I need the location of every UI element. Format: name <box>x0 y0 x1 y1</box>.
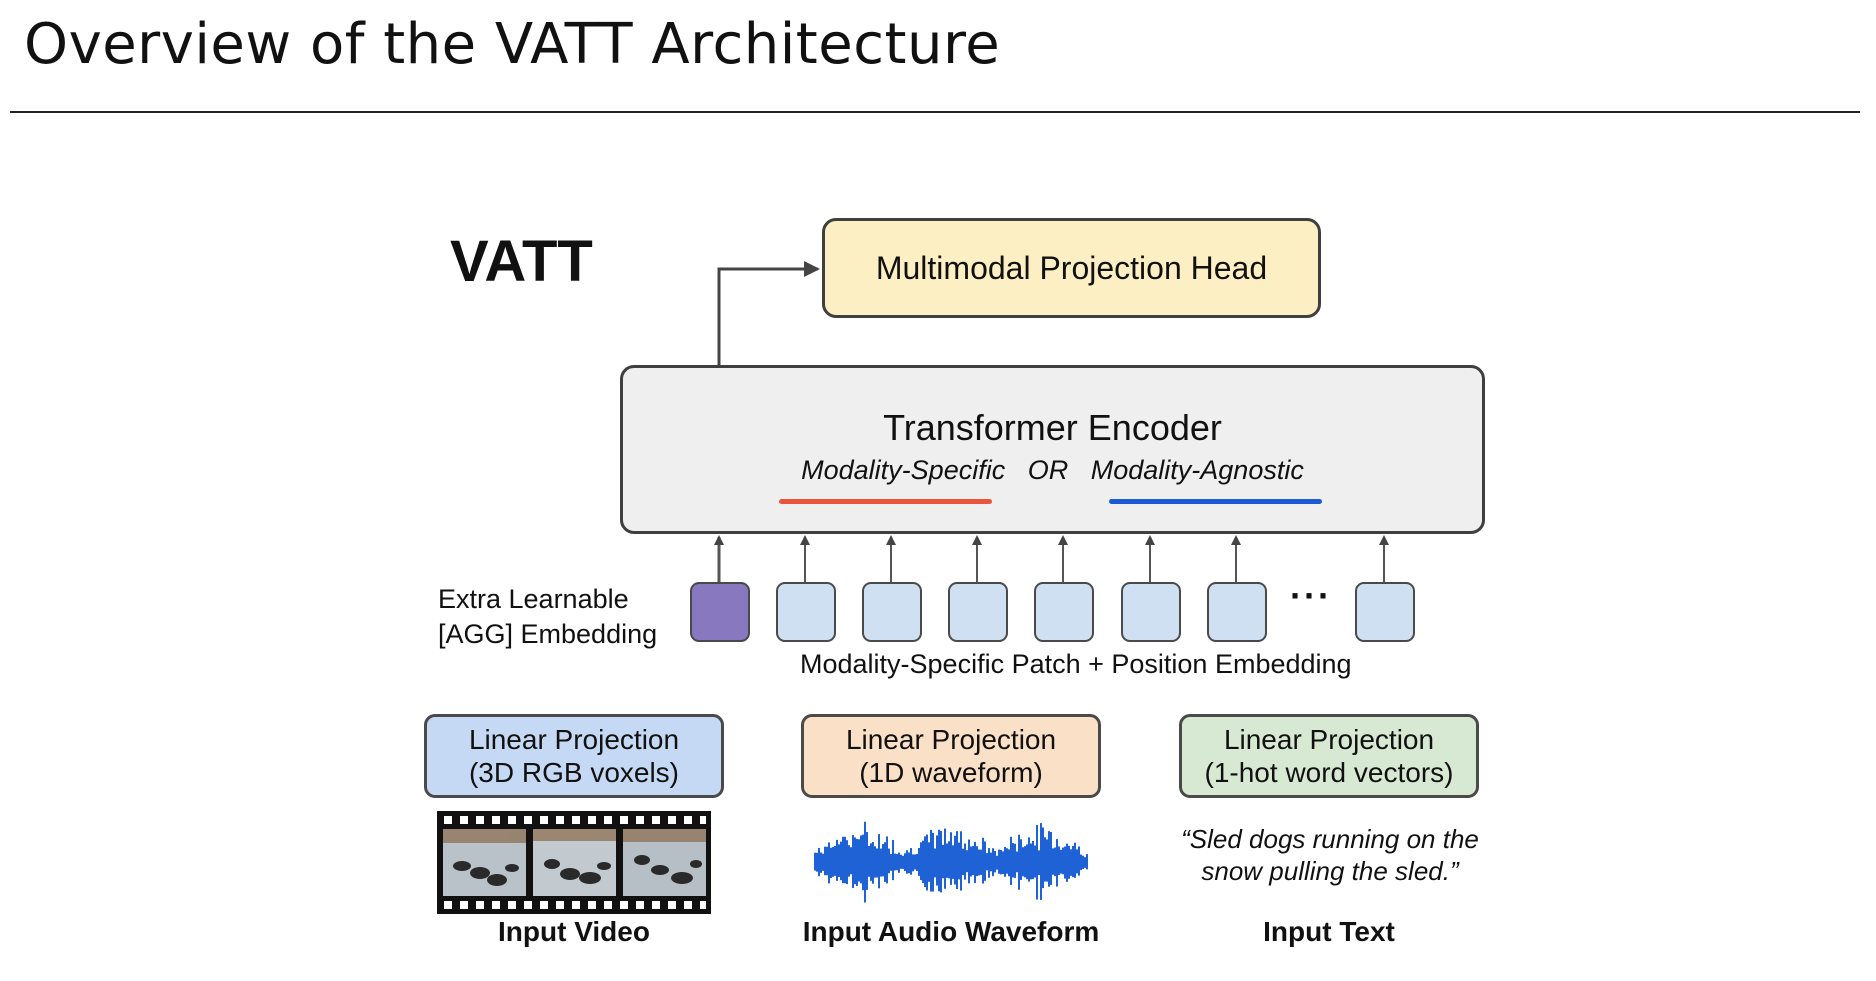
patch-token <box>862 582 922 642</box>
text-linear-projection: Linear Projection (1-hot word vectors) <box>1179 714 1479 798</box>
audio-waveform-image: /* drawn below */ <box>814 821 1088 903</box>
patch-token <box>776 582 836 642</box>
slide-title: Overview of the VATT Architecture <box>24 12 1001 77</box>
patch-embedding-label: Modality-Specific Patch + Position Embed… <box>800 649 1352 679</box>
audio-projection-line1: Linear Projection <box>845 724 1057 755</box>
patch-token <box>948 582 1008 642</box>
film-strip-image <box>437 811 711 914</box>
video-projection-line2: (3D RGB voxels) <box>468 757 680 788</box>
input-audio-label: Input Audio Waveform <box>802 916 1100 947</box>
agg-label-line1: Extra Learnable <box>438 584 629 614</box>
input-text-label: Input Text <box>1263 916 1395 947</box>
film-frames <box>443 829 706 896</box>
input-text-quote: “Sled dogs running on the snow pulling t… <box>1160 823 1500 887</box>
modality-agnostic-option: Modality-Agnostic <box>1090 455 1304 485</box>
quote-line1: “Sled dogs running on the <box>1181 824 1479 854</box>
agg-embedding-label: Extra Learnable [AGG] Embedding <box>438 582 657 652</box>
quote-line2: snow pulling the sled.” <box>1201 856 1459 886</box>
audio-projection-line2: (1D waveform) <box>859 757 1043 788</box>
transformer-encoder: Transformer Encoder Modality-Specific OR… <box>620 365 1485 534</box>
agg-to-head-arrow <box>717 261 820 365</box>
input-video-label: Input Video <box>498 916 650 947</box>
modality-agnostic-underline <box>1109 499 1322 504</box>
film-sprocket-holes <box>444 816 706 909</box>
multimodal-projection-head: Multimodal Projection Head <box>822 218 1321 318</box>
video-projection-line1: Linear Projection <box>468 724 680 755</box>
or-label: OR <box>1027 455 1069 485</box>
title-divider <box>10 111 1860 113</box>
patch-token <box>1034 582 1094 642</box>
agg-label-line2: [AGG] Embedding <box>438 619 658 649</box>
projection-head-label: Multimodal Projection Head <box>875 249 1268 286</box>
modality-specific-option: Modality-Specific <box>801 455 1006 485</box>
patch-token <box>1355 582 1415 642</box>
patch-token <box>1121 582 1181 642</box>
video-linear-projection: Linear Projection (3D RGB voxels) <box>424 714 724 798</box>
token-arrows <box>714 535 1389 582</box>
audio-linear-projection: Linear Projection (1D waveform) <box>801 714 1101 798</box>
text-projection-line1: Linear Projection <box>1223 724 1435 755</box>
token-ellipsis: ··· <box>1290 575 1332 616</box>
encoder-options: Modality-Specific OR Modality-Agnostic <box>801 455 1304 486</box>
agg-token <box>690 582 750 642</box>
vatt-label: VATT <box>450 229 593 294</box>
modality-specific-underline <box>779 499 992 504</box>
patch-token <box>1207 582 1267 642</box>
text-projection-line2: (1-hot word vectors) <box>1204 757 1454 788</box>
encoder-title: Transformer Encoder <box>883 407 1222 448</box>
